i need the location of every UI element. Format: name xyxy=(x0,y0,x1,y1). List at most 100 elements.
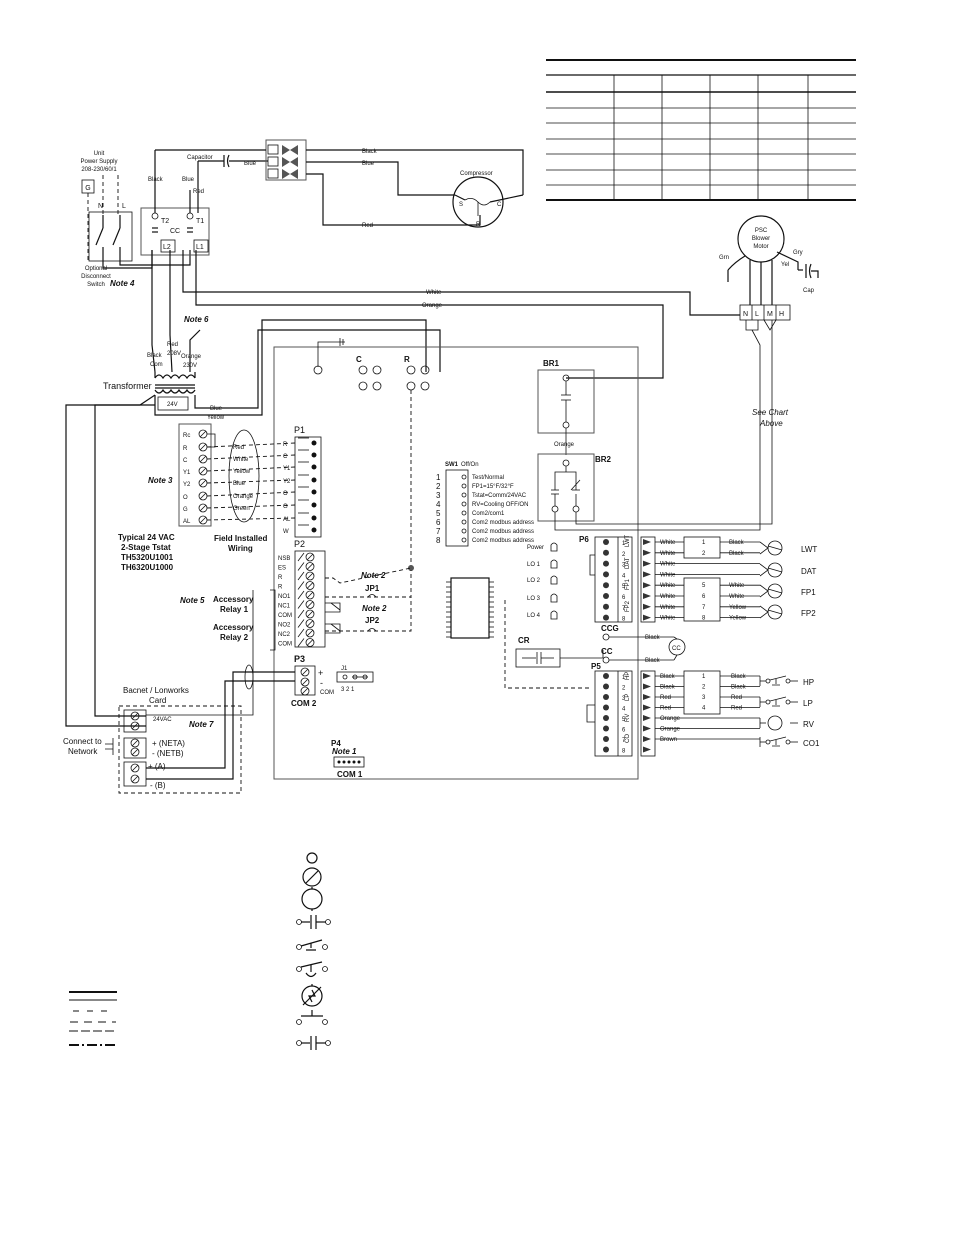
motor-term-m: M xyxy=(767,311,773,318)
connect-network-1: Connect to xyxy=(63,737,102,746)
p2-terminal-label: R xyxy=(278,575,283,581)
xfmr-208v-label: 208V xyxy=(167,351,181,357)
cr-label: CR xyxy=(518,636,530,645)
safety-device-label: LP xyxy=(803,699,813,708)
p2-terminal-label: COM xyxy=(278,642,292,648)
p1-pin xyxy=(311,502,317,508)
sw1-row-number: 8 xyxy=(436,536,441,545)
p2-terminal-label: ES xyxy=(278,566,286,572)
motor-speed-chart-table xyxy=(546,59,856,201)
sensor-label: DAT xyxy=(801,567,817,576)
p3-com: COM xyxy=(320,690,334,696)
p1-terminal-label: G xyxy=(283,504,288,510)
p2-screw-terminal xyxy=(305,581,315,590)
sw1-switch[interactable] xyxy=(461,474,467,480)
p2-screw-terminal xyxy=(305,562,315,571)
bacnet-24vac: 24VAC xyxy=(153,717,172,723)
pressure-switch-icon xyxy=(765,699,771,705)
compressor-c: C xyxy=(497,202,502,208)
cc-black: Black xyxy=(645,658,661,664)
run-capacitor: Capacitor Blue xyxy=(187,154,268,175)
sw1-row-label: RV=Cooling OFF/ON xyxy=(472,502,528,508)
legend xyxy=(69,852,331,1050)
compressor-black-wire: Black xyxy=(362,149,378,155)
p3-minus: - xyxy=(320,678,323,688)
p5-wire-color: Red xyxy=(660,695,671,701)
p6-wire-color: White xyxy=(660,551,676,557)
field-wiring-2: Wiring xyxy=(228,544,253,553)
j1-jumper xyxy=(336,671,374,683)
sw1-switch[interactable] xyxy=(461,537,467,543)
a-label: + (A) xyxy=(148,762,166,771)
terminal-l1: L1 xyxy=(196,244,204,251)
p3-plus: + xyxy=(318,668,323,678)
bacnet-title-2: Card xyxy=(149,696,166,705)
legend-pressure-switch-no-icon xyxy=(296,961,328,978)
capacitor-label: Capacitor xyxy=(187,155,213,161)
p5-connector xyxy=(594,670,633,757)
field-wire-color: Yellow xyxy=(233,469,251,475)
wire-blue-label: Blue xyxy=(182,177,195,183)
p6-pin-number: 6 xyxy=(702,594,706,600)
p6-pin xyxy=(603,593,609,599)
sw1-row-label: Tstat=Comm/24VAC xyxy=(472,493,527,499)
tstat-terminal-label: G xyxy=(183,507,188,513)
xfmr-yellow-label: Yellow xyxy=(207,415,225,421)
p5-pin xyxy=(603,736,609,742)
sw1-row-number: 4 xyxy=(436,500,441,509)
legend-relay-contact-nc-icon xyxy=(296,1036,331,1050)
motor-grn: Grn xyxy=(719,255,729,261)
sw1-switch[interactable] xyxy=(461,483,467,489)
legend-screw-terminal-icon xyxy=(302,867,322,887)
p5-wire-color: Black xyxy=(660,674,676,680)
field-wire xyxy=(206,491,296,497)
tstat-title-2: 2-Stage Tstat xyxy=(121,543,171,552)
p6-out-wire-color: White xyxy=(729,583,745,589)
p2-screw-terminal xyxy=(305,619,315,628)
sw1-label: SW1 xyxy=(445,462,459,468)
sw1-switch[interactable] xyxy=(461,519,467,525)
p6-out-wire-color: Black xyxy=(729,551,745,557)
p5-out-wire-color: Red xyxy=(731,695,742,701)
control-board: C R BR1 Orange BR2 SW1 Off/On xyxy=(273,320,773,780)
connect-network-2: Network xyxy=(68,747,98,756)
led-icon xyxy=(550,593,558,603)
p5-pin-number: 4 xyxy=(622,707,626,713)
relay2-b: Relay 2 xyxy=(220,633,249,642)
sw1-switch[interactable] xyxy=(461,501,467,507)
p1-terminal-label: W xyxy=(283,529,289,535)
ground-label: G xyxy=(85,185,90,192)
p5-group-label: CO xyxy=(625,734,631,743)
sensor-label: FP1 xyxy=(801,588,816,597)
reversing-valve-icon xyxy=(767,715,783,731)
legend-thermistor-icon xyxy=(301,984,323,1007)
motor-orange-wire: Orange xyxy=(422,303,443,309)
compressor-label: Compressor xyxy=(460,171,493,177)
contactor-cc: Black Blue Red T2 T1 CC L2 L1 xyxy=(140,150,210,256)
p6-group-label: DAT xyxy=(625,557,631,569)
field-wire xyxy=(206,454,296,460)
motor-terminal-block xyxy=(739,304,791,321)
sw1-switch[interactable] xyxy=(461,510,467,516)
netb-label: - (NETB) xyxy=(152,749,184,758)
psc-blower-motor: PSC Blower Motor Grn Gry Yel Cap N L M H… xyxy=(719,215,819,428)
p4-block: P4 Note 1 COM 1 xyxy=(331,739,365,779)
note-6: Note 6 xyxy=(184,315,209,324)
relay1-b: Relay 1 xyxy=(220,605,249,614)
p6-out-wire-color: White xyxy=(729,594,745,600)
sw1-row-number: 1 xyxy=(436,473,441,482)
p6-out-wire-color: Yellow xyxy=(729,605,747,611)
p1-terminal-label: R xyxy=(283,442,288,448)
sw1-switch[interactable] xyxy=(461,528,467,534)
legend-field-terminal-icon xyxy=(301,888,323,910)
led-label: LO 1 xyxy=(527,562,541,568)
p2-terminal-label: NO1 xyxy=(278,594,291,600)
p5-pin-number: 6 xyxy=(622,728,626,734)
transformer-label: Transformer xyxy=(103,381,152,391)
sw1-switch[interactable] xyxy=(461,492,467,498)
p1-pin xyxy=(311,489,317,495)
compressor-s: S xyxy=(459,202,463,208)
br1-label: BR1 xyxy=(543,359,560,368)
